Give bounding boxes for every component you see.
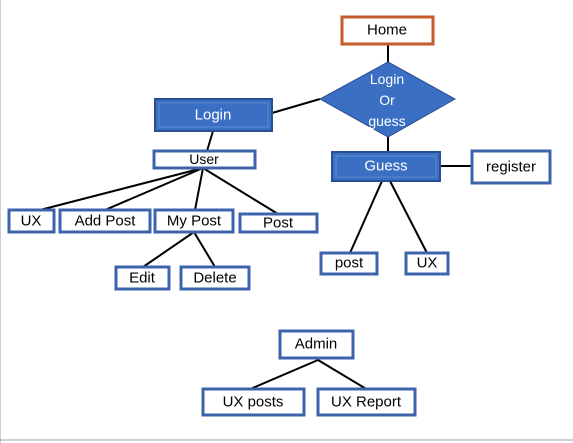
node-login-box (154, 98, 273, 132)
node-edit[interactable]: Edit (114, 265, 171, 291)
connector-mypost-edit (142, 231, 195, 268)
node-ux-guest[interactable]: UX (404, 251, 450, 276)
connector-decision-login (271, 98, 321, 114)
node-admin-box (278, 329, 355, 360)
node-ux-user[interactable]: UX (7, 208, 56, 234)
node-guess-box (331, 151, 441, 182)
node-user-box (152, 149, 257, 170)
node-my-post-label: My Post (167, 213, 222, 230)
node-ux-user-label: UX (21, 213, 42, 230)
node-guess-label: Guess (364, 158, 407, 175)
node-post-guest-box (319, 251, 379, 276)
decision-label-line3: guess (368, 113, 405, 129)
node-my-post-box (153, 208, 235, 234)
node-home-box (340, 15, 435, 46)
connector-user-ux (39, 167, 204, 211)
connector-guess-post (349, 180, 383, 254)
node-ux-user-box (7, 208, 56, 234)
node-post-user-label: Post (263, 215, 294, 232)
connector-admin-uxreport (317, 359, 369, 391)
node-add-post-label: Add Post (75, 213, 137, 230)
node-ux-posts[interactable]: UX posts (201, 387, 306, 417)
node-admin[interactable]: Admin (278, 329, 355, 360)
decision-diamond (318, 61, 457, 138)
node-decision[interactable]: Login Or guess (318, 61, 457, 138)
node-user-label: User (189, 151, 219, 167)
node-delete[interactable]: Delete (179, 265, 251, 291)
node-home[interactable]: Home (340, 15, 435, 46)
connector-guess-ux (389, 180, 428, 254)
node-ux-posts-label: UX posts (223, 394, 284, 411)
node-add-post-box (58, 208, 152, 234)
node-ux-guest-label: UX (417, 255, 438, 272)
node-register[interactable]: register (470, 149, 552, 185)
node-delete-label: Delete (193, 270, 236, 287)
connector-login-user (206, 130, 214, 152)
node-my-post[interactable]: My Post (153, 208, 235, 234)
node-post-user-box (238, 212, 319, 234)
node-edit-box (114, 265, 171, 291)
node-guess[interactable]: Guess (331, 151, 441, 182)
node-ux-report[interactable]: UX Report (316, 387, 417, 417)
node-ux-report-box (316, 387, 417, 417)
node-home-label: Home (367, 22, 407, 39)
node-ux-guest-box (404, 251, 450, 276)
node-post-guest-label: post (335, 255, 364, 272)
node-register-box (470, 149, 552, 185)
connector-admin-uxposts (247, 359, 319, 391)
node-post-guest[interactable]: post (319, 251, 379, 276)
connector-user-mypost (194, 167, 204, 211)
node-login-label: Login (195, 107, 232, 124)
connector-user-addpost (104, 167, 204, 211)
connectors (39, 43, 472, 391)
node-register-label: register (486, 159, 536, 176)
decision-label-line1: Login (370, 71, 404, 87)
node-post-user[interactable]: Post (238, 212, 319, 234)
node-login-bevel (158, 102, 269, 128)
node-guess-bevel (335, 155, 437, 178)
node-admin-label: Admin (295, 336, 338, 353)
node-ux-posts-box (201, 387, 306, 417)
node-delete-box (179, 265, 251, 291)
connector-user-post (202, 167, 279, 215)
node-login[interactable]: Login (154, 98, 273, 132)
connector-mypost-delete (193, 231, 216, 268)
node-add-post[interactable]: Add Post (58, 208, 152, 234)
node-edit-label: Edit (129, 270, 156, 287)
node-ux-report-label: UX Report (331, 394, 402, 411)
node-user[interactable]: User (152, 149, 257, 170)
decision-label-line2: Or (379, 92, 395, 108)
